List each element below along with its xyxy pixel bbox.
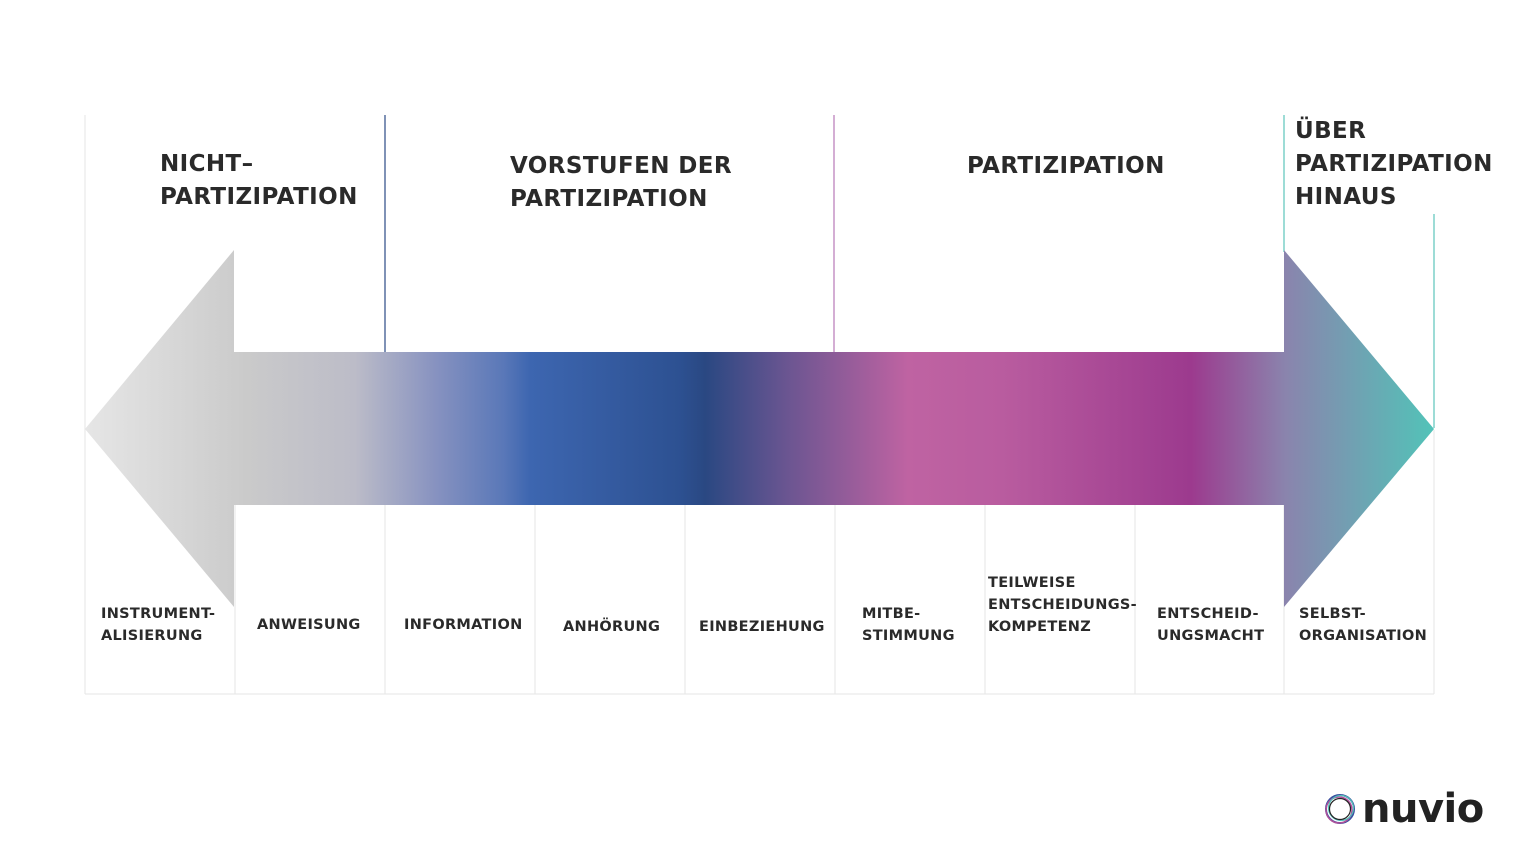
stage-teilweise-entscheidungskompetenz: TEILWEISE ENTSCHEIDUNGS- KOMPETENZ bbox=[988, 575, 1137, 635]
nuvio-ring-icon bbox=[1325, 794, 1355, 824]
participation-arrow bbox=[85, 250, 1434, 607]
nuvio-wordmark: nuvio bbox=[1362, 786, 1484, 832]
stage-information: INFORMATION bbox=[404, 617, 523, 633]
nuvio-logo: nuvio bbox=[1322, 784, 1484, 834]
stage-entscheidungsmacht: ENTSCHEID- UNGSMACHT bbox=[1157, 606, 1265, 644]
stage-anhoerung: ANHÖRUNG bbox=[563, 619, 661, 635]
stage-instrumentalisierung: INSTRUMENT- ALISIERUNG bbox=[101, 606, 216, 644]
category-nicht-partizipation: NICHT– PARTIZIPATION bbox=[160, 151, 358, 210]
stage-einbeziehung: EINBEZIEHUNG bbox=[699, 619, 825, 635]
stage-selbstorganisation: SELBST- ORGANISATION bbox=[1299, 606, 1428, 644]
category-partizipation: PARTIZIPATION bbox=[967, 153, 1165, 179]
stage-mitbestimmung: MITBE- STIMMUNG bbox=[862, 606, 955, 644]
category-vorstufen: VORSTUFEN DER PARTIZIPATION bbox=[510, 153, 732, 212]
category-ueber-partizipation: ÜBER PARTIZIPATION HINAUS bbox=[1295, 115, 1497, 214]
stage-anweisung: ANWEISUNG bbox=[257, 617, 361, 633]
